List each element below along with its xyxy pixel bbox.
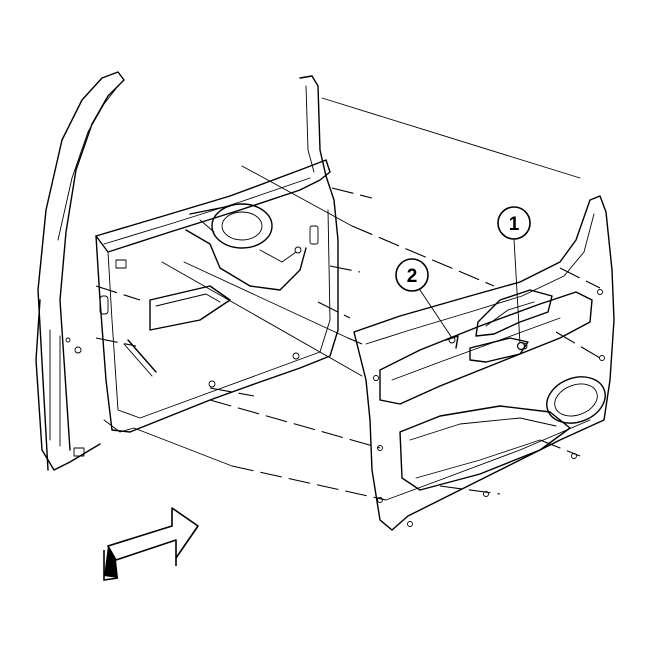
callout-2-label: 2 bbox=[407, 266, 418, 287]
door-inner-frame bbox=[35, 71, 339, 471]
view-direction-arrow-icon bbox=[103, 507, 199, 581]
alignment-lines bbox=[95, 97, 601, 501]
callout-2: 2 bbox=[395, 258, 459, 349]
callout-1-label: 1 bbox=[509, 214, 520, 235]
door-trim-panel bbox=[353, 195, 615, 531]
callout-1: 1 bbox=[497, 206, 531, 351]
